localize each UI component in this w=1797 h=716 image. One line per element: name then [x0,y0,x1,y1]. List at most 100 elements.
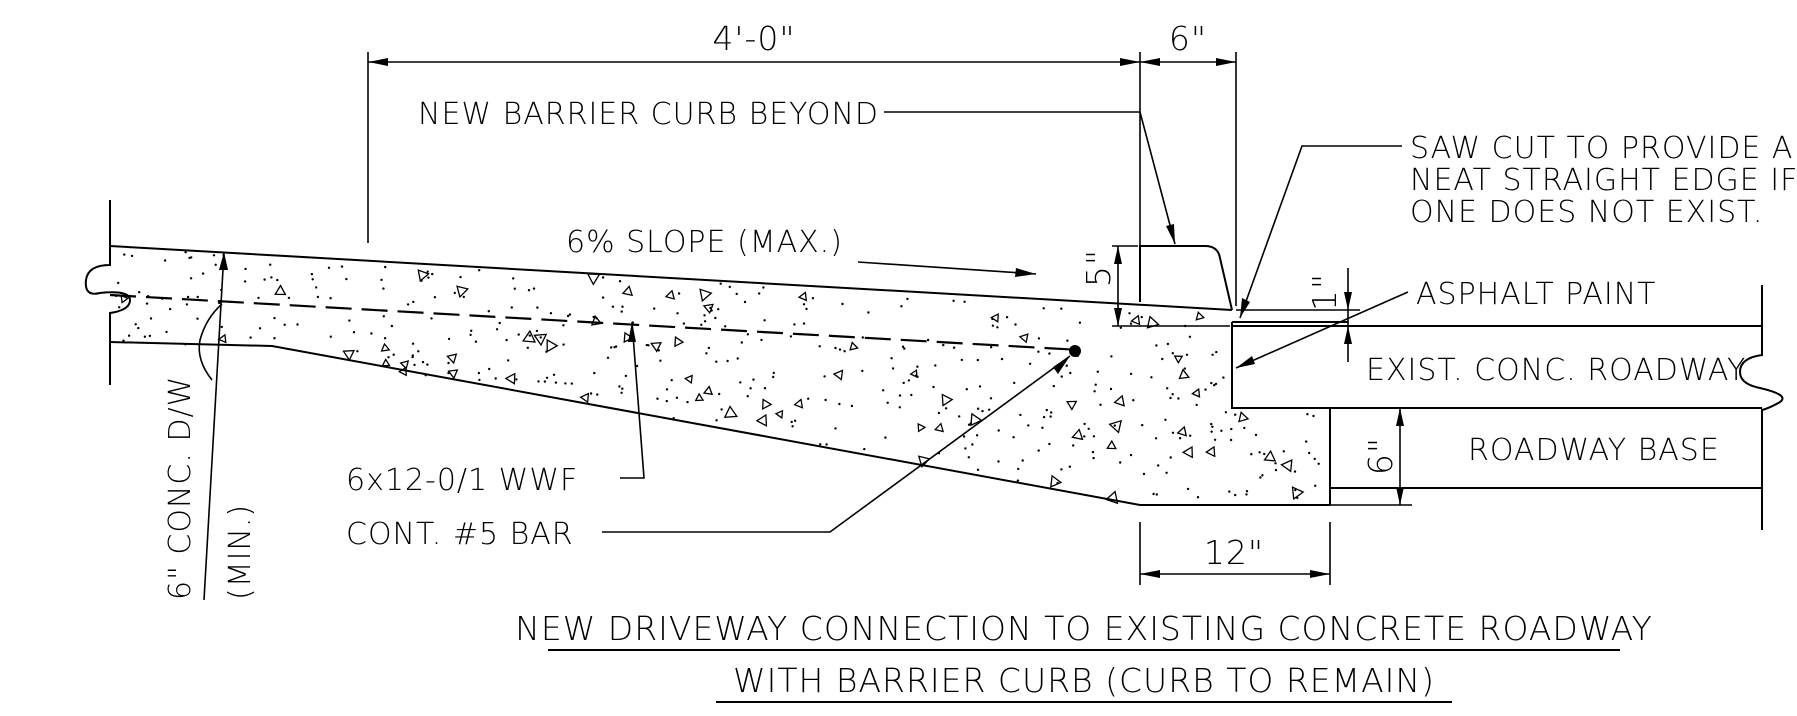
sand-dot [1052,384,1056,388]
dim-curb-width: 6" [1140,19,1236,66]
sand-dot [963,300,966,303]
sand-dot [592,315,595,319]
sand-dot [824,398,827,402]
sand-dot [1049,415,1052,418]
sand-dot [1263,452,1266,456]
sand-dot [417,350,420,353]
sand-dot [130,254,134,258]
slab-right-edge [1231,322,1331,505]
sand-dot [589,392,593,395]
sand-dot [1259,476,1262,479]
sand-dot [707,346,711,350]
sand-dot [201,272,205,275]
aggregate-mark [217,333,227,344]
sand-dot [447,371,450,375]
sand-dot [1258,451,1261,454]
sand-dot [196,295,199,299]
aggregate-mark [1280,459,1293,473]
dim-base-depth: 6" [1330,408,1412,506]
sand-dot [356,350,359,353]
sand-dot [1092,435,1096,438]
callout-dw-thickness: 6" CONC. D/W (MIN.) [163,251,258,601]
sand-dot [1220,429,1223,432]
sand-dot [758,292,761,295]
sand-dot [1155,344,1158,347]
callout-saw-cut: SAW CUT TO PROVIDE A NEAT STRAIGHT EDGE … [1239,131,1797,319]
sand-dot [1013,381,1016,385]
aggregate-mark [579,392,590,404]
sand-dot [1234,493,1237,497]
sand-dot [1048,442,1051,446]
sand-dot [958,415,961,418]
sand-dot [387,356,390,359]
sand-dot [749,387,752,390]
aggregate-mark [941,393,954,407]
sand-dot [1083,422,1086,426]
aggregate-mark [397,366,407,377]
dim-curb-height-label: 5" [1079,249,1118,287]
aggregate-mark [586,273,601,286]
sand-dot [736,357,739,360]
sand-dot [976,468,980,471]
sand-dot [1282,450,1286,453]
sand-dot [653,307,656,310]
dim-footing: 12" [1139,522,1331,585]
aggregate-mark [1050,474,1063,488]
sand-dot [138,291,141,294]
sand-dot [1274,462,1277,465]
sand-dot [1150,376,1153,379]
sand-dot [498,321,501,325]
sand-dot [884,436,887,439]
sand-dot [596,393,599,396]
sand-dot [962,435,966,438]
sand-dot [624,374,628,378]
sand-dot [427,276,430,279]
sand-dot [512,277,515,280]
sand-dot [352,331,356,334]
sand-dot [805,307,808,311]
sand-dot [390,324,394,328]
sand-dot [340,265,344,268]
aggregate-mark [504,372,516,385]
sand-dot [1274,468,1278,472]
sand-dot [329,335,332,338]
sand-dot [714,316,717,320]
barrier-curb-label: NEW BARRIER CURB BEYOND [418,97,879,132]
aggregate-mark [1106,439,1117,450]
sand-dot [834,346,837,350]
saw-cut-line2: NEAT STRAIGHT EDGE IF [1410,163,1797,198]
sand-dot [988,408,991,411]
aggregate-mark [621,285,634,297]
sand-dot [137,326,140,330]
dim-paint-offset: 1" [1236,268,1360,362]
sand-dot [1228,490,1231,493]
sand-dot [705,352,708,355]
sand-dot [944,407,948,410]
sand-dot [258,327,262,330]
aggregate-mark [1181,445,1193,459]
sand-dot [184,251,187,254]
sand-dot [1210,430,1213,433]
sand-dot [214,263,217,266]
aggregate-mark [933,422,945,433]
sand-dot [165,330,168,334]
sand-dot [1171,431,1175,434]
sand-dot [811,297,815,300]
sand-dot [273,337,276,340]
sand-dot [657,349,660,352]
sand-dot [1293,470,1297,473]
sand-dot [606,356,610,359]
sand-dot [447,337,451,341]
sand-dot [513,287,516,290]
sand-dot [545,376,549,379]
aggregate-mark [1195,311,1206,321]
sand-dot [220,325,223,329]
aggregate-mark [909,369,918,379]
aggregate-mark [674,335,685,348]
aggregate-mark [1263,449,1277,462]
asphalt-paint-label: ASPHALT PAINT [1416,277,1657,312]
sand-dot [1129,372,1133,376]
sand-dot [1306,413,1309,416]
aggregate-mark [1113,394,1125,407]
sand-dot [1083,435,1086,438]
